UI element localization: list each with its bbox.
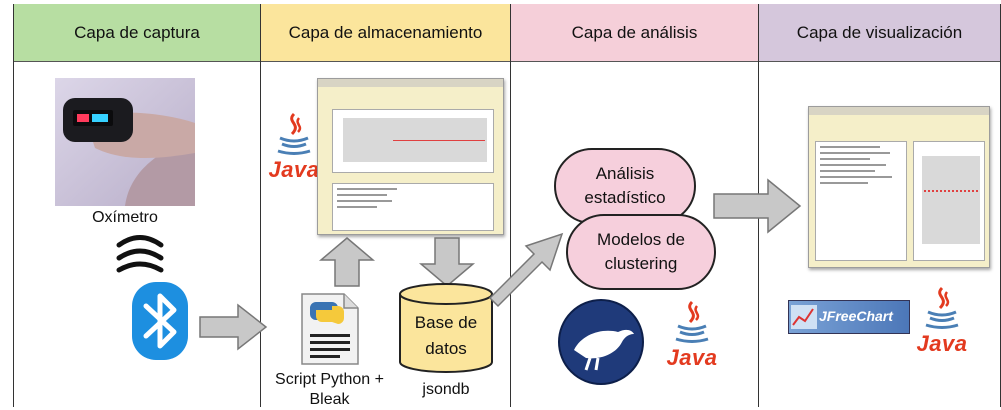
column-header-label: Capa de análisis bbox=[571, 22, 698, 42]
clustering-models-bubble: Modelos de clustering bbox=[566, 214, 716, 290]
script-label-line2: Bleak bbox=[309, 391, 350, 408]
column-header-capture: Capa de captura bbox=[14, 4, 260, 62]
java-label: Java bbox=[666, 345, 718, 370]
screenshot-list-panel bbox=[815, 141, 907, 261]
storage-app-screenshot bbox=[317, 78, 504, 235]
arrow-to-database bbox=[418, 237, 476, 287]
oximeter-label: Oxímetro bbox=[92, 209, 158, 226]
java-logo-storage: Java bbox=[266, 112, 322, 183]
script-label: Script Python + Bleak bbox=[262, 370, 397, 410]
column-header-analysis: Capa de análisis bbox=[511, 4, 758, 62]
java-logo-visualization: Java bbox=[914, 286, 970, 357]
column-analysis: Capa de análisis bbox=[510, 4, 758, 407]
wireless-signal-icon bbox=[116, 235, 164, 273]
screenshot-chart bbox=[332, 109, 494, 173]
database-label-line2: datos bbox=[425, 339, 467, 358]
column-header-visualization: Capa de visualización bbox=[759, 4, 1000, 62]
screenshot-chart bbox=[913, 141, 985, 261]
database-name-label: jsondb bbox=[422, 381, 470, 398]
statistical-analysis-bubble: Análisis estadístico bbox=[554, 148, 696, 224]
database-label: Base de datos bbox=[398, 310, 494, 362]
java-cup-icon bbox=[675, 300, 709, 343]
java-label: Java bbox=[916, 331, 968, 356]
java-cup-icon bbox=[925, 286, 959, 329]
bubble-line2: clustering bbox=[604, 254, 678, 273]
arrow-script-to-app bbox=[318, 237, 376, 287]
database-cylinder bbox=[399, 283, 493, 373]
chart-icon bbox=[791, 305, 817, 329]
oximeter-photo bbox=[55, 78, 195, 206]
column-header-label: Capa de almacenamiento bbox=[288, 22, 483, 42]
column-capture: Capa de captura bbox=[13, 4, 260, 407]
python-script-icon bbox=[301, 293, 359, 365]
arrow-capture-to-storage bbox=[199, 303, 268, 351]
visualization-app-screenshot bbox=[808, 106, 990, 268]
column-storage: Capa de almacenamiento bbox=[260, 4, 510, 407]
screenshot-text-area bbox=[332, 183, 494, 231]
arrow-analysis-to-visualization bbox=[713, 178, 802, 234]
bubble-line2: estadístico bbox=[584, 188, 666, 207]
screenshot-titlebar bbox=[318, 79, 503, 87]
bubble-line1: Análisis bbox=[595, 164, 655, 183]
column-header-storage: Capa de almacenamiento bbox=[261, 4, 510, 62]
screenshot-titlebar bbox=[809, 107, 989, 115]
bluetooth-icon bbox=[132, 282, 188, 360]
weka-logo-icon bbox=[558, 299, 644, 385]
arrow-storage-to-analysis bbox=[488, 232, 564, 308]
bubble-line1: Modelos de bbox=[597, 230, 685, 249]
java-cup-icon bbox=[277, 112, 311, 155]
java-label: Java bbox=[268, 157, 320, 182]
column-header-label: Capa de captura bbox=[74, 22, 200, 42]
jfreechart-label: JFreeChart bbox=[819, 308, 893, 324]
database-label-line1: Base de bbox=[414, 313, 478, 332]
column-header-label: Capa de visualización bbox=[796, 22, 963, 42]
java-logo-analysis: Java bbox=[664, 300, 720, 371]
script-label-line1: Script Python + bbox=[275, 371, 384, 388]
jfreechart-logo: JFreeChart bbox=[788, 300, 910, 334]
